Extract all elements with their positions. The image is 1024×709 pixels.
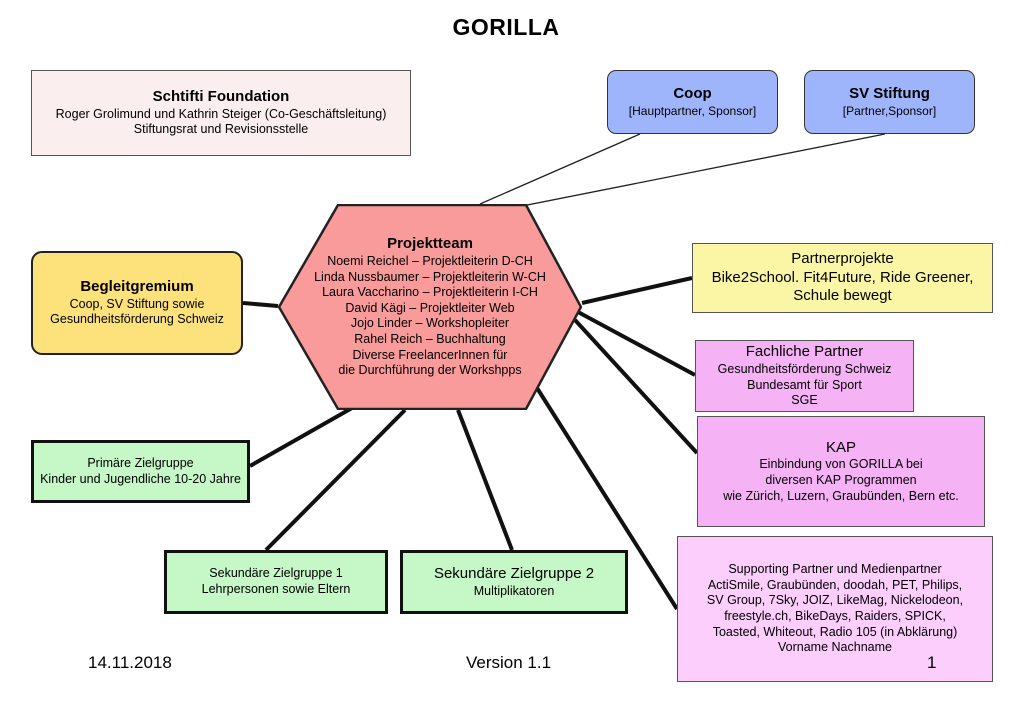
connector-partnerprojekte <box>581 276 693 305</box>
fachliche-partner-line: Gesundheitsförderung Schweiz <box>717 361 892 376</box>
sv-stiftung-role: [Partner,Sponsor] <box>842 103 937 118</box>
sekundaere-zielgruppe-1-box: Sekundäre Zielgruppe 1 Lehrpersonen sowi… <box>164 550 388 614</box>
sekundaere-zielgruppe-2-line: Multiplikatoren <box>473 583 555 598</box>
coop-role: [Hauptpartner, Sponsor] <box>628 103 757 118</box>
coop-box: Coop [Hauptpartner, Sponsor] <box>607 70 778 134</box>
connector-coop <box>479 133 641 205</box>
schtifti-line: Roger Grolimund und Kathrin Steiger (Co-… <box>55 106 387 121</box>
connector-sek-zielgruppe-1 <box>264 408 407 552</box>
sv-stiftung-box: SV Stiftung [Partner,Sponsor] <box>804 70 975 134</box>
footer-version: Version 1.1 <box>466 653 552 672</box>
sekundaere-zielgruppe-1-title: Sekundäre Zielgruppe 1 <box>209 566 343 581</box>
page-title: GORILLA <box>452 14 560 40</box>
fachliche-partner-box: Fachliche Partner Gesundheitsförderung S… <box>695 340 914 412</box>
connector-primaere-zielgruppe <box>249 406 353 468</box>
kap-line: diversen KAP Programmen <box>765 473 917 488</box>
fachliche-partner-title: Fachliche Partner <box>745 343 864 361</box>
kap-line: Einbindung von GORILLA bei <box>759 457 923 472</box>
supporting-line: Vorname Nachname <box>778 640 892 655</box>
projektteam-member: Laura Vaccharino – Projektleiterin I-CH <box>322 285 538 300</box>
projektteam-member: David Kägi – Projektleiter Web <box>345 300 515 315</box>
projektteam-member: Jojo Linder – Workshopleiter <box>350 316 510 331</box>
sekundaere-zielgruppe-2-box: Sekundäre Zielgruppe 2 Multiplikatoren <box>400 550 628 614</box>
connector-fachliche-partner <box>577 310 696 377</box>
footer-date: 14.11.2018 <box>88 653 172 672</box>
supporting-partner-box: Supporting Partner und Medienpartner Act… <box>677 536 993 682</box>
fachliche-partner-line: Bundesamt für Sport <box>747 377 862 392</box>
partnerprojekte-title: Partnerprojekte <box>791 249 894 267</box>
kap-box: KAP Einbindung von GORILLA bei diversen … <box>697 416 985 527</box>
projektteam-member: Rahel Reich – Buchhaltung <box>354 332 506 346</box>
schtifti-line: Stiftungsrat und Revisionsstelle <box>133 122 309 137</box>
primaere-zielgruppe-box: Primäre Zielgruppe Kinder und Jugendlich… <box>31 440 250 503</box>
supporting-line: Toasted, Whiteout, Radio 105 (in Abkläru… <box>712 624 958 639</box>
connector-kap <box>573 318 699 455</box>
supporting-line: Supporting Partner und Medienpartner <box>728 562 942 577</box>
primaere-zielgruppe-title: Primäre Zielgruppe <box>87 455 194 470</box>
connector-sv-stiftung <box>491 133 886 213</box>
sv-stiftung-title: SV Stiftung <box>849 85 930 103</box>
begleitgremium-line: Coop, SV Stiftung sowie <box>69 296 205 311</box>
connector-supporting <box>535 386 679 611</box>
connector-sek-zielgruppe-2 <box>456 409 514 551</box>
begleitgremium-title: Begleitgremium <box>80 278 194 295</box>
schtifti-foundation-box: Schtifti Foundation Roger Grolimund und … <box>31 70 411 156</box>
projektteam-member: Diverse FreelancerInnen für <box>352 347 508 362</box>
sekundaere-zielgruppe-2-title: Sekundäre Zielgruppe 2 <box>433 564 595 582</box>
partnerprojekte-line: Schule bewegt <box>793 287 892 305</box>
kap-title: KAP <box>825 438 856 456</box>
fachliche-partner-line: SGE <box>791 393 818 408</box>
partnerprojekte-line: Bike2School. Fit4Future, Ride Greener, <box>711 268 974 286</box>
coop-title: Coop <box>673 85 712 103</box>
sekundaere-zielgruppe-1-line: Lehrpersonen sowie Eltern <box>201 582 351 596</box>
projektteam-member: die Durchführung der Workshpps <box>338 363 522 378</box>
supporting-line: SV Group, 7Sky, JOIZ, LikeMag, Nickelode… <box>706 593 964 608</box>
projektteam-member: Linda Nussbaumer – Projektleiterin W-CH <box>314 269 546 284</box>
footer-page-number: 1 <box>927 653 937 672</box>
supporting-line: freestyle.ch, BikeDays, Raiders, SPICK, <box>724 609 946 623</box>
partnerprojekte-box: Partnerprojekte Bike2School. Fit4Future,… <box>692 243 993 313</box>
supporting-line: ActiSmile, Graubünden, doodah, PET, Phil… <box>707 577 963 592</box>
projektteam-title: Projektteam <box>387 235 473 253</box>
kap-line: wie Zürich, Luzern, Graubünden, Bern etc… <box>723 488 959 503</box>
connector-begleitgremium <box>242 301 279 308</box>
begleitgremium-line: Gesundheitsförderung Schweiz <box>50 312 224 327</box>
projektteam-member: Noemi Reichel – Projektleiterin D-CH <box>327 253 533 268</box>
projektteam-hexagon <box>278 204 582 410</box>
begleitgremium-box: Begleitgremium Coop, SV Stiftung sowie G… <box>31 251 243 355</box>
schtifti-title: Schtifti Foundation <box>152 88 290 105</box>
primaere-zielgruppe-line: Kinder und Jugendliche 10-20 Jahre <box>40 471 241 486</box>
projektteam-text: Projektteam Noemi Reichel – Projektleite… <box>278 204 582 410</box>
